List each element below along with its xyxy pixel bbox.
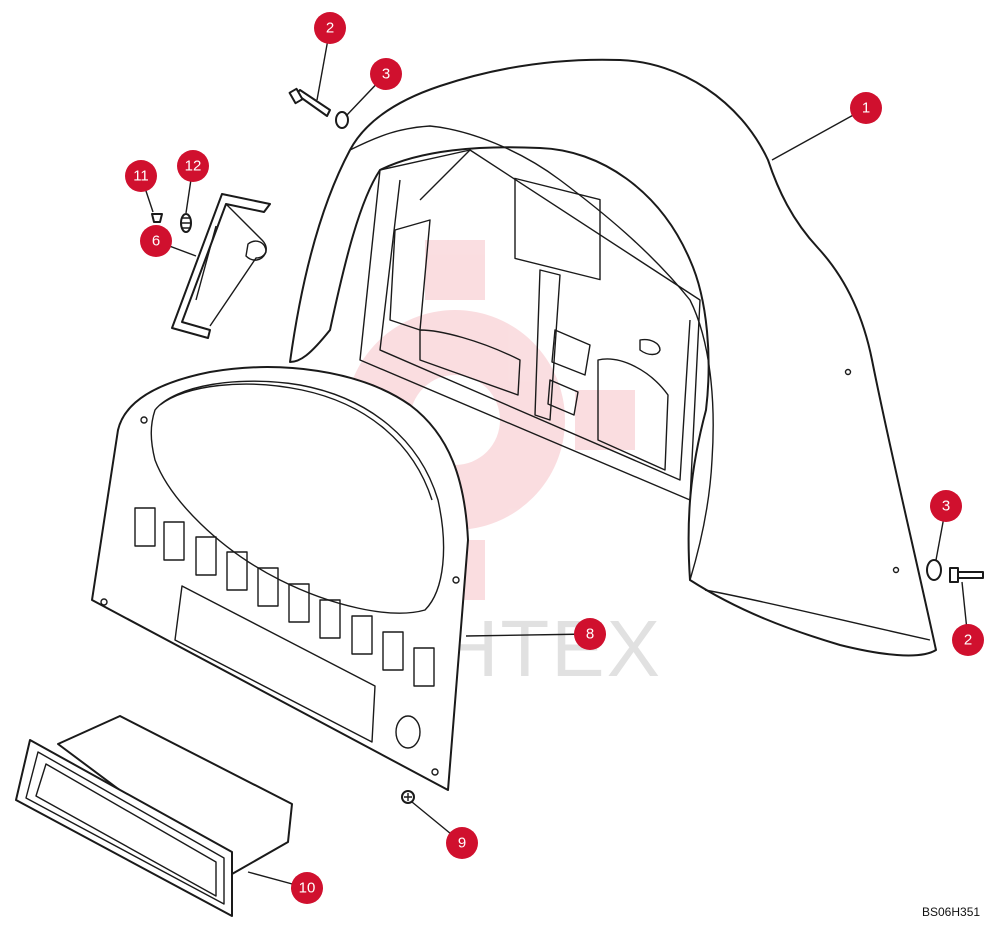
hardware	[151, 87, 984, 804]
callout-9: 9	[446, 827, 478, 859]
svg-text:3: 3	[942, 498, 950, 515]
console-housing	[289, 58, 937, 657]
callouts: 1 2 2 3 3 6 8 9	[125, 12, 984, 904]
washer-3-top	[335, 111, 349, 129]
reference-code: BS06H351	[922, 905, 980, 919]
svg-text:8: 8	[586, 626, 594, 643]
svg-text:9: 9	[458, 835, 466, 852]
instrument-panel-plate	[91, 366, 469, 791]
screw-11	[151, 213, 163, 223]
callout-12: 12	[177, 150, 209, 182]
bolt-2-right	[949, 567, 984, 583]
callout-3-top: 3	[370, 58, 402, 90]
callout-10: 10	[291, 872, 323, 904]
callout-3-right: 3	[930, 490, 962, 522]
callout-6: 6	[140, 225, 172, 257]
svg-text:10: 10	[299, 880, 316, 897]
svg-text:12: 12	[185, 158, 202, 175]
svg-text:3: 3	[382, 66, 390, 83]
clip-12	[180, 213, 192, 233]
callout-2-top: 2	[314, 12, 346, 44]
storage-tray	[15, 715, 293, 917]
svg-text:1: 1	[862, 100, 870, 117]
screw-9	[401, 790, 415, 804]
svg-text:2: 2	[964, 632, 972, 649]
callout-1: 1	[850, 92, 882, 124]
callout-2-right: 2	[952, 624, 984, 656]
switch-cutouts	[134, 507, 435, 687]
svg-text:6: 6	[152, 233, 160, 250]
svg-text:11: 11	[133, 168, 149, 185]
callout-11: 11	[125, 160, 157, 192]
callout-8: 8	[574, 618, 606, 650]
svg-text:2: 2	[326, 20, 334, 37]
bolt-2-top	[288, 87, 331, 117]
bracket	[171, 193, 271, 339]
washer-3-right	[926, 559, 942, 581]
